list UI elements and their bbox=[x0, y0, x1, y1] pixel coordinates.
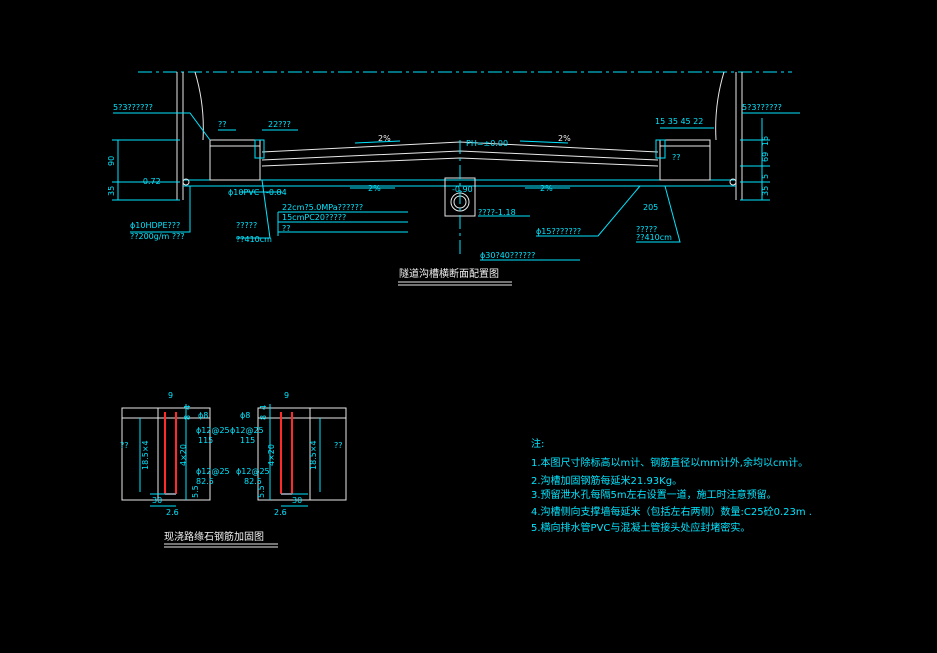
label-r-35: 35 bbox=[761, 186, 770, 196]
label-r-q: ?? bbox=[672, 153, 681, 162]
label-hdpe2: ??200g/m ??? bbox=[130, 232, 185, 241]
label-layer2: 15cmPC20????? bbox=[282, 213, 346, 222]
right-curb-outline bbox=[257, 407, 347, 501]
note-item: 2.沟槽加固钢筋每延米21.93Kg。 bbox=[531, 474, 682, 487]
curb-l-185: 18.5×4 bbox=[141, 440, 150, 470]
tunnel-trench-section bbox=[112, 71, 800, 286]
curb-l-55: 5.5 bbox=[191, 485, 200, 498]
curb-l-4: 4 bbox=[183, 405, 192, 410]
label-elev-118: ????-1.18 bbox=[478, 208, 516, 217]
label-q-left2: 22??? bbox=[268, 120, 291, 129]
note-item: 4.沟槽侧向支撑墙每延米（包括左右两侧）数量:C25砼0.23m . bbox=[531, 505, 812, 518]
left-lining-curve bbox=[194, 71, 204, 141]
section-title: 隧道沟槽横断面配置图 bbox=[399, 267, 499, 280]
curb-r-phi8: ϕ8 bbox=[240, 411, 250, 420]
curb-l-phi12a: ϕ12@25 bbox=[196, 426, 230, 435]
curb-l-8: 8 bbox=[183, 415, 192, 420]
label-layer3: ?? bbox=[282, 224, 291, 233]
curb-r-185: 18.5×4 bbox=[309, 440, 318, 470]
right-lining-curve bbox=[715, 71, 725, 141]
label-q-a: ????? bbox=[236, 221, 257, 230]
curb-r-8: 8 bbox=[259, 415, 268, 420]
label-r-dims: 15 35 45 22 bbox=[655, 117, 703, 126]
label-slope-right: 2% bbox=[558, 134, 571, 143]
label-r-15: 15 bbox=[761, 136, 770, 146]
curb-title: 现浇路缘石钢筋加固图 bbox=[164, 530, 264, 543]
label-q-b: ??410cm bbox=[236, 235, 272, 244]
right-trench bbox=[659, 139, 711, 181]
curb-r-4: 4 bbox=[259, 405, 268, 410]
note-item: 1.本图尺寸除标高以m计、钢筋直径以mm计外,余均以cm计。 bbox=[531, 456, 808, 469]
label-pipe-right: 5?3?????? bbox=[742, 103, 782, 112]
curb-r-115: 115 bbox=[240, 436, 255, 445]
left-curb-outline bbox=[121, 407, 211, 501]
label-r-69: 69 bbox=[761, 152, 770, 162]
label-ph: PH=±0.00 bbox=[466, 139, 508, 148]
curb-l-q: ?? bbox=[120, 441, 129, 450]
curb-detail bbox=[121, 404, 347, 548]
curb-l-phi12b: ϕ12@25 bbox=[196, 467, 230, 476]
label-dim-35: 35 bbox=[107, 186, 116, 196]
curb-l-9: 9 bbox=[168, 391, 173, 400]
label-pipe-15: ϕ15??????? bbox=[536, 227, 581, 236]
label-r-5: 5 bbox=[761, 174, 770, 179]
label-slope-low-right: 2% bbox=[540, 184, 553, 193]
curb-r-26: 2.6 bbox=[274, 508, 287, 517]
curb-l-825: 82.5 bbox=[196, 477, 214, 486]
note-item: 5.横向排水管PVC与混凝土管接头处应封堵密实。 bbox=[531, 521, 750, 534]
label-slope-left: 2% bbox=[378, 134, 391, 143]
curb-l-phi8: ϕ8 bbox=[198, 411, 208, 420]
note-item: 3.预留泄水孔每隔5m左右设置一道，施工时注意预留。 bbox=[531, 488, 777, 501]
label-pipe-30: ϕ30?40?????? bbox=[480, 251, 535, 260]
curb-r-30: 30 bbox=[292, 496, 302, 505]
label-pipe-left: 5?3?????? bbox=[113, 103, 153, 112]
curb-l-115: 115 bbox=[198, 436, 213, 445]
curb-r-4x20: 4×20 bbox=[267, 444, 276, 466]
slope-arrow-right bbox=[519, 140, 569, 144]
label-r-q2: ????? bbox=[636, 225, 657, 234]
curb-r-55: 5.5 bbox=[257, 485, 266, 498]
left-trench bbox=[209, 139, 261, 181]
curb-r-phi12b: ϕ12@25 bbox=[236, 467, 270, 476]
notes-heading: 注: bbox=[531, 437, 544, 450]
label-dim-90: 90 bbox=[107, 156, 116, 166]
label-layer1: 22cm?5.0MPa?????? bbox=[282, 203, 363, 212]
label-hdpe: ϕ10HDPE??? bbox=[130, 221, 180, 230]
label-elev-090: -0.90 bbox=[452, 185, 473, 194]
curb-l-26: 2.6 bbox=[166, 508, 179, 517]
curb-r-9: 9 bbox=[284, 391, 289, 400]
label-r-205: 205 bbox=[643, 203, 658, 212]
curb-r-q: ?? bbox=[334, 441, 343, 450]
curb-r-phi12a: ϕ12@25 bbox=[230, 426, 264, 435]
label-slope-low-left: 2% bbox=[368, 184, 381, 193]
slope-arrow-left bbox=[354, 140, 401, 144]
curb-l-4x20: 4×20 bbox=[179, 444, 188, 466]
label-elev-left: -0.72 bbox=[140, 177, 161, 186]
label-q-left: ?? bbox=[218, 120, 227, 129]
label-r-q3: ??410cm bbox=[636, 233, 672, 242]
label-elev-084: -0.84 bbox=[266, 188, 287, 197]
curb-r-825: 82.5 bbox=[244, 477, 262, 486]
curb-l-30: 30 bbox=[152, 496, 162, 505]
label-pvc: ϕ10PVC bbox=[228, 188, 260, 197]
